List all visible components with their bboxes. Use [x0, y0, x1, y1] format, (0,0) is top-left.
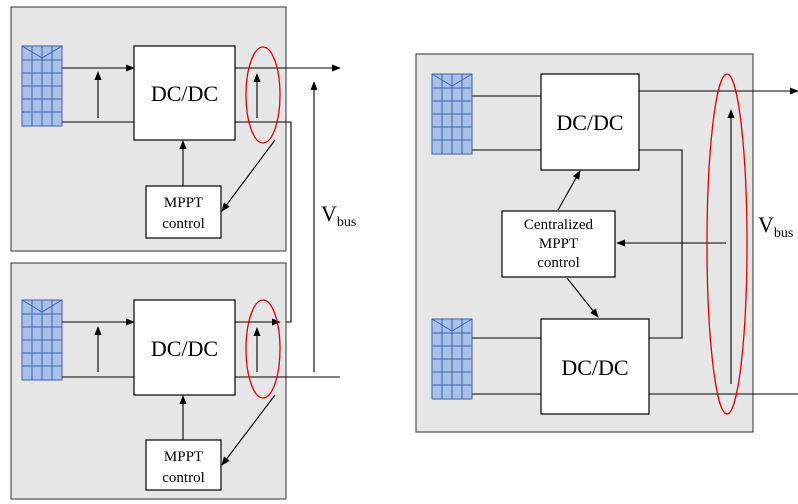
distributed-mppt-group: DC/DC MPPT control DC/DC MPPT control Vb… — [10, 6, 356, 500]
dcdc-label-bottom: DC/DC — [151, 336, 218, 361]
mppt-label-central: MPPT — [539, 236, 578, 252]
mppt-label-bottom: MPPT — [164, 449, 203, 465]
dcdc-label-lower: DC/DC — [561, 355, 628, 380]
vbus-label-right: Vbus — [758, 212, 793, 241]
control-label-central: control — [537, 255, 580, 271]
dcdc-converter-box-bottom — [133, 299, 236, 396]
pv-array-icon-lower — [431, 318, 473, 400]
dcdc-converter-box-upper — [540, 73, 640, 171]
pv-array-icon-bottom — [21, 299, 63, 381]
mppt-control-box-bottom — [145, 439, 222, 491]
centralized-mppt-group: DC/DC Centralized MPPT control DC/DC Vbu… — [415, 53, 798, 433]
wire-converter-return-upper — [639, 149, 683, 339]
feedback-arrow-bottom — [221, 394, 276, 466]
dcdc-label-top: DC/DC — [151, 81, 218, 106]
centralized-mppt-box — [501, 210, 616, 278]
pv-array-icon-upper — [431, 73, 473, 155]
central-to-upper-converter-arrow — [557, 170, 581, 211]
pv-array-icon-top — [21, 45, 63, 127]
mppt-label-top: MPPT — [164, 195, 203, 211]
control-label-bottom: control — [162, 470, 205, 486]
output-voltage-highlight-bottom — [245, 299, 281, 399]
output-voltage-highlight-top — [245, 46, 281, 144]
mppt-control-box-top — [145, 185, 222, 239]
centralized-label: Centralized — [524, 217, 594, 233]
central-to-lower-converter-arrow — [566, 277, 599, 318]
dcdc-converter-box-lower — [540, 318, 650, 415]
vbus-label-left: Vbus — [321, 201, 356, 230]
control-label-top: control — [162, 216, 205, 232]
dcdc-label-upper: DC/DC — [556, 110, 623, 135]
dcdc-converter-box-top — [133, 45, 236, 141]
bus-voltage-highlight — [706, 73, 748, 415]
feedback-arrow-top — [221, 139, 276, 212]
